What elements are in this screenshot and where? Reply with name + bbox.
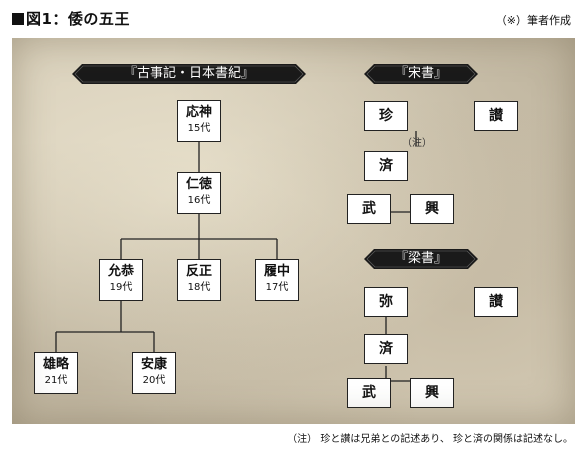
node-name: 安康	[140, 357, 167, 372]
footnote: （注） 珍と讃は兄弟との記述あり、 珍と済の関係は記述なし。	[287, 434, 573, 445]
node-generation: 17代	[265, 282, 289, 293]
banner-ribbon-icon	[72, 64, 306, 84]
node-ingyo: 允恭 19代	[99, 259, 143, 301]
node-nintoku: 仁徳 16代	[177, 172, 221, 214]
node-generation: 19代	[109, 282, 133, 293]
node-sosho-chin: 珍	[364, 101, 408, 131]
node-name: 履中	[263, 264, 290, 279]
figure-title-text: 図1：倭の五王	[26, 10, 130, 28]
node-ryosho-san: 讃	[474, 287, 518, 317]
node-yuryaku: 雄略 21代	[34, 352, 78, 394]
banner-sosho: 『宋書』	[364, 62, 478, 86]
node-generation: 15代	[187, 123, 211, 134]
node-richu: 履中 17代	[255, 259, 299, 301]
node-generation: 18代	[187, 282, 211, 293]
diagram-panel: 『古事記・日本書紀』 『宋書』 『梁書』 応神 15代 仁徳 16代 允恭 19…	[12, 38, 575, 424]
node-name: 応神	[185, 105, 212, 120]
figure-title: 図1：倭の五王	[12, 8, 130, 29]
node-ryosho-sei: 済	[364, 334, 408, 364]
node-generation: 20代	[142, 375, 166, 386]
square-bullet-icon	[12, 13, 24, 25]
node-name: 雄略	[42, 357, 69, 372]
node-name: 仁徳	[185, 177, 212, 192]
banner-kojiki-text: 『古事記・日本書紀』	[123, 66, 254, 81]
node-generation: 16代	[187, 195, 211, 206]
connector-lines	[55, 131, 433, 393]
node-anko: 安康 20代	[132, 352, 176, 394]
node-ryosho-bu: 武	[347, 378, 391, 408]
node-oujin: 応神 15代	[177, 100, 221, 142]
node-ryosho-mi: 弥	[364, 287, 408, 317]
node-sosho-bu: 武	[347, 194, 391, 224]
node-hanzei: 反正 18代	[177, 259, 221, 301]
node-name: 反正	[185, 264, 212, 279]
sosho-note: （注）	[402, 138, 432, 149]
node-sosho-sei: 済	[364, 151, 408, 181]
node-sosho-ko: 興	[410, 194, 454, 224]
node-sosho-san: 讃	[474, 101, 518, 131]
banner-sosho-text: 『宋書』	[394, 66, 447, 81]
node-ryosho-ko: 興	[410, 378, 454, 408]
banner-kojiki-nihonshoki: 『古事記・日本書紀』	[72, 62, 306, 86]
banner-ryosho-text: 『梁書』	[394, 251, 447, 266]
figure-credit: （※）筆者作成	[495, 14, 571, 27]
node-generation: 21代	[44, 375, 68, 386]
banner-ribbon-icon	[364, 64, 478, 84]
banner-ryosho: 『梁書』	[364, 247, 478, 271]
banner-ribbon-icon	[364, 249, 478, 269]
node-name: 允恭	[107, 264, 134, 279]
